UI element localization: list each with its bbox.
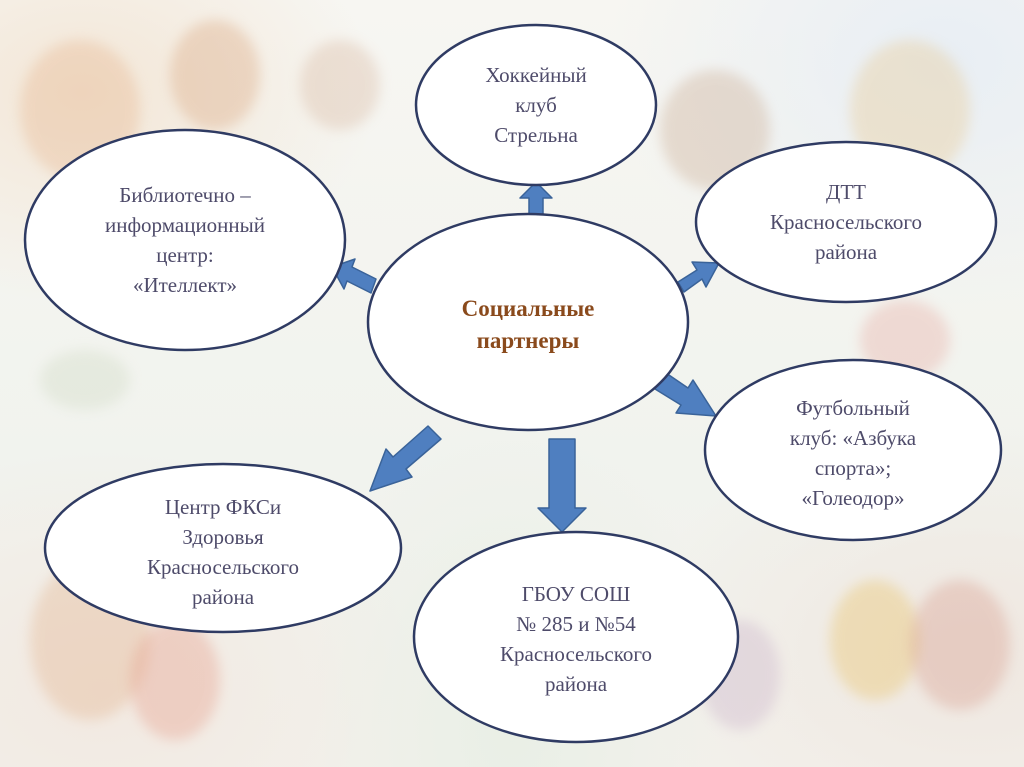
center-line-2: партнеры <box>476 328 580 353</box>
football-line-1: Футбольный <box>796 396 910 420</box>
arrows <box>331 181 720 533</box>
decor-blob <box>40 350 130 410</box>
dtt-label: ДТТ Красносельского района <box>736 172 956 272</box>
fks-ellipse <box>43 462 403 634</box>
fks-line-4: района <box>191 585 255 609</box>
football-line-3: спорта»; <box>814 456 892 480</box>
library-line-4: «Ителлект» <box>132 273 238 297</box>
decor-blob <box>170 20 260 130</box>
school-line-2: № 285 и №54 <box>516 612 636 636</box>
fks-line-1: Центр ФКСи <box>164 495 282 519</box>
school-ellipse <box>412 530 740 744</box>
dtt-line-3: района <box>814 240 878 264</box>
hockey-line-3: Стрельна <box>494 123 578 147</box>
fks-line-3: Красносельского <box>147 555 299 579</box>
school-line-1: ГБОУ СОШ <box>521 582 631 606</box>
center-label: Социальные партнеры <box>418 290 638 360</box>
school-line-3: Красносельского <box>500 642 652 666</box>
arrow-to-school <box>537 438 587 533</box>
library-ellipse <box>23 128 347 352</box>
library-label: Библиотечно – информационный центр: «Ите… <box>55 174 315 306</box>
library-line-3: центр: <box>156 243 214 267</box>
decor-blob <box>300 40 380 130</box>
football-ellipse <box>703 358 1003 542</box>
arrow-to-hockey <box>519 181 553 217</box>
dtt-ellipse <box>694 140 998 304</box>
hockey-label: Хоккейный клуб Стрельна <box>436 50 636 160</box>
hockey-line-2: клуб <box>515 93 557 117</box>
football-line-4: «Голеодор» <box>801 486 905 510</box>
arrow-to-dtt <box>677 261 720 293</box>
dtt-line-1: ДТТ <box>826 180 866 204</box>
arrow-to-fks <box>369 425 442 492</box>
decor-blob <box>910 580 1010 710</box>
fks-line-2: Здоровья <box>182 525 264 549</box>
decor-blob <box>830 580 920 700</box>
library-line-1: Библиотечно – <box>119 183 251 207</box>
center-ellipse <box>366 212 690 432</box>
school-line-4: района <box>544 672 608 696</box>
arrow-to-library <box>331 258 377 294</box>
fks-label: Центр ФКСи Здоровья Красносельского райо… <box>103 488 343 616</box>
hockey-ellipse <box>414 23 658 187</box>
arrow-to-football <box>654 372 717 417</box>
football-line-2: клуб: «Азбука <box>789 426 917 450</box>
decor-blob <box>130 620 220 740</box>
center-line-1: Социальные <box>461 296 595 321</box>
ellipses <box>23 23 1003 744</box>
school-label: ГБОУ СОШ № 285 и №54 Красносельского рай… <box>456 574 696 704</box>
hockey-line-1: Хоккейный <box>485 63 587 87</box>
dtt-line-2: Красносельского <box>770 210 922 234</box>
library-line-2: информационный <box>104 213 266 237</box>
football-label: Футбольный клуб: «Азбука спорта»; «Голео… <box>743 388 963 518</box>
